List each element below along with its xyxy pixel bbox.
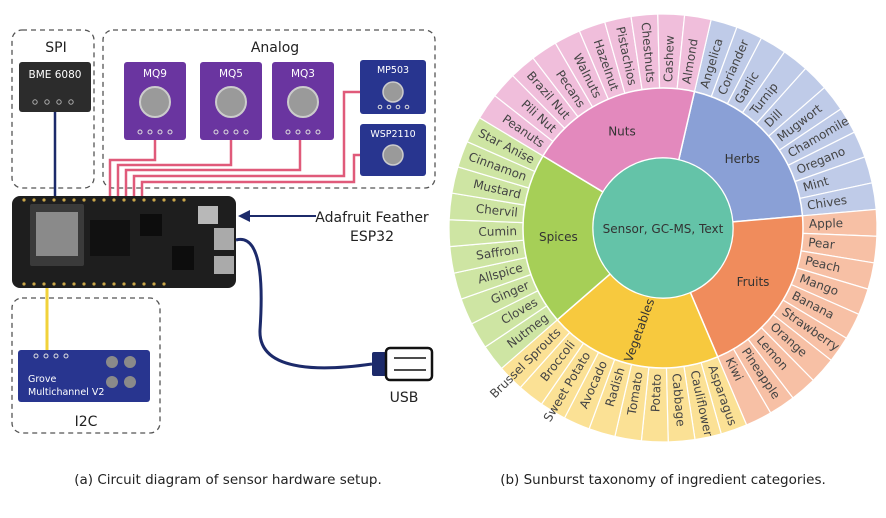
board-arrow-head [238, 210, 250, 222]
grove-label-line1: Grove [28, 374, 56, 385]
circuit-diagram: SPI Analog I2C BME 6080 MQ9 [11, 29, 436, 488]
category-label-nuts: Nuts [608, 124, 636, 138]
item-label-mint: Mint [801, 174, 830, 195]
analog-wires [108, 90, 360, 198]
mq3-sensor: MQ3 [272, 62, 334, 140]
bme-label: BME 6080 [29, 69, 82, 81]
i2c-group-box [11, 297, 161, 434]
spi-label: SPI [45, 40, 66, 56]
usb-plug-icon [372, 346, 434, 382]
item-label-chives: Chives [806, 193, 848, 213]
category-label-herbs: Herbs [725, 152, 760, 166]
item-label-cabbage: Cabbage [669, 373, 688, 427]
mq9-sensor: MQ9 [124, 62, 186, 140]
usb-cable [235, 238, 373, 370]
item-label-chervil: Chervil [475, 202, 518, 220]
mq5-sensor: MQ5 [200, 62, 262, 140]
analog-group-box [102, 29, 436, 189]
mq9-label: MQ9 [143, 68, 167, 80]
spi-group-box [11, 29, 95, 189]
bme-sensor: BME 6080 [19, 62, 91, 112]
category-label-spices: Spices [539, 230, 578, 244]
esp32-board [12, 196, 236, 288]
i2c-label: I2C [75, 414, 98, 430]
item-label-apple: Apple [809, 216, 844, 231]
mp503-label: MP503 [377, 65, 409, 76]
sunburst-center-label: Sensor, GC-MS, Text [603, 222, 724, 236]
caption-a: (a) Circuit diagram of sensor hardware s… [74, 472, 382, 488]
wsp2110-sensor: WSP2110 [360, 124, 426, 176]
item-label-potato: Potato [648, 374, 663, 413]
item-label-cashew: Cashew [661, 35, 677, 82]
item-label-pear: Pear [808, 235, 836, 252]
sunburst-center [592, 157, 734, 299]
category-label-fruits: Fruits [737, 275, 770, 289]
item-label-cumin: Cumin [478, 224, 517, 239]
wsp2110-label: WSP2110 [370, 129, 415, 140]
analog-label: Analog [251, 40, 299, 56]
grove-label-line2: Multichannel V2 [28, 387, 104, 398]
item-label-chestnuts: Chestnuts [639, 22, 658, 83]
mq3-label: MQ3 [291, 68, 315, 80]
grove-multichannel: Grove Multichannel V2 [18, 350, 150, 402]
caption-b: (b) Sunburst taxonomy of ingredient cate… [500, 472, 826, 488]
board-label-line1: Adafruit Feather [315, 210, 429, 226]
mp503-sensor: MP503 [360, 60, 426, 114]
mq5-label: MQ5 [219, 68, 243, 80]
board-label-line2: ESP32 [350, 229, 394, 245]
item-label-saffron: Saffron [475, 242, 519, 262]
sunburst-chart: Sensor, GC-MS, Text HerbsAngelicaCoriand… [448, 13, 878, 488]
usb-label: USB [390, 390, 419, 406]
